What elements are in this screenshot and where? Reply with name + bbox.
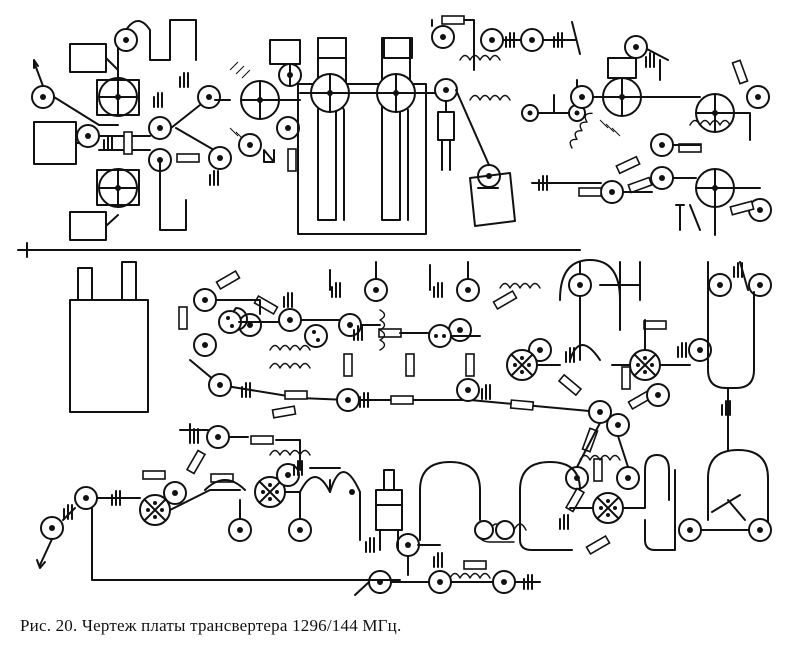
pcb-drawing (17, 15, 772, 596)
top-board (31, 15, 772, 241)
figure-caption: Рис. 20. Чертеж платы трансвертера 1296/… (20, 616, 402, 635)
bottom-board (36, 259, 772, 596)
